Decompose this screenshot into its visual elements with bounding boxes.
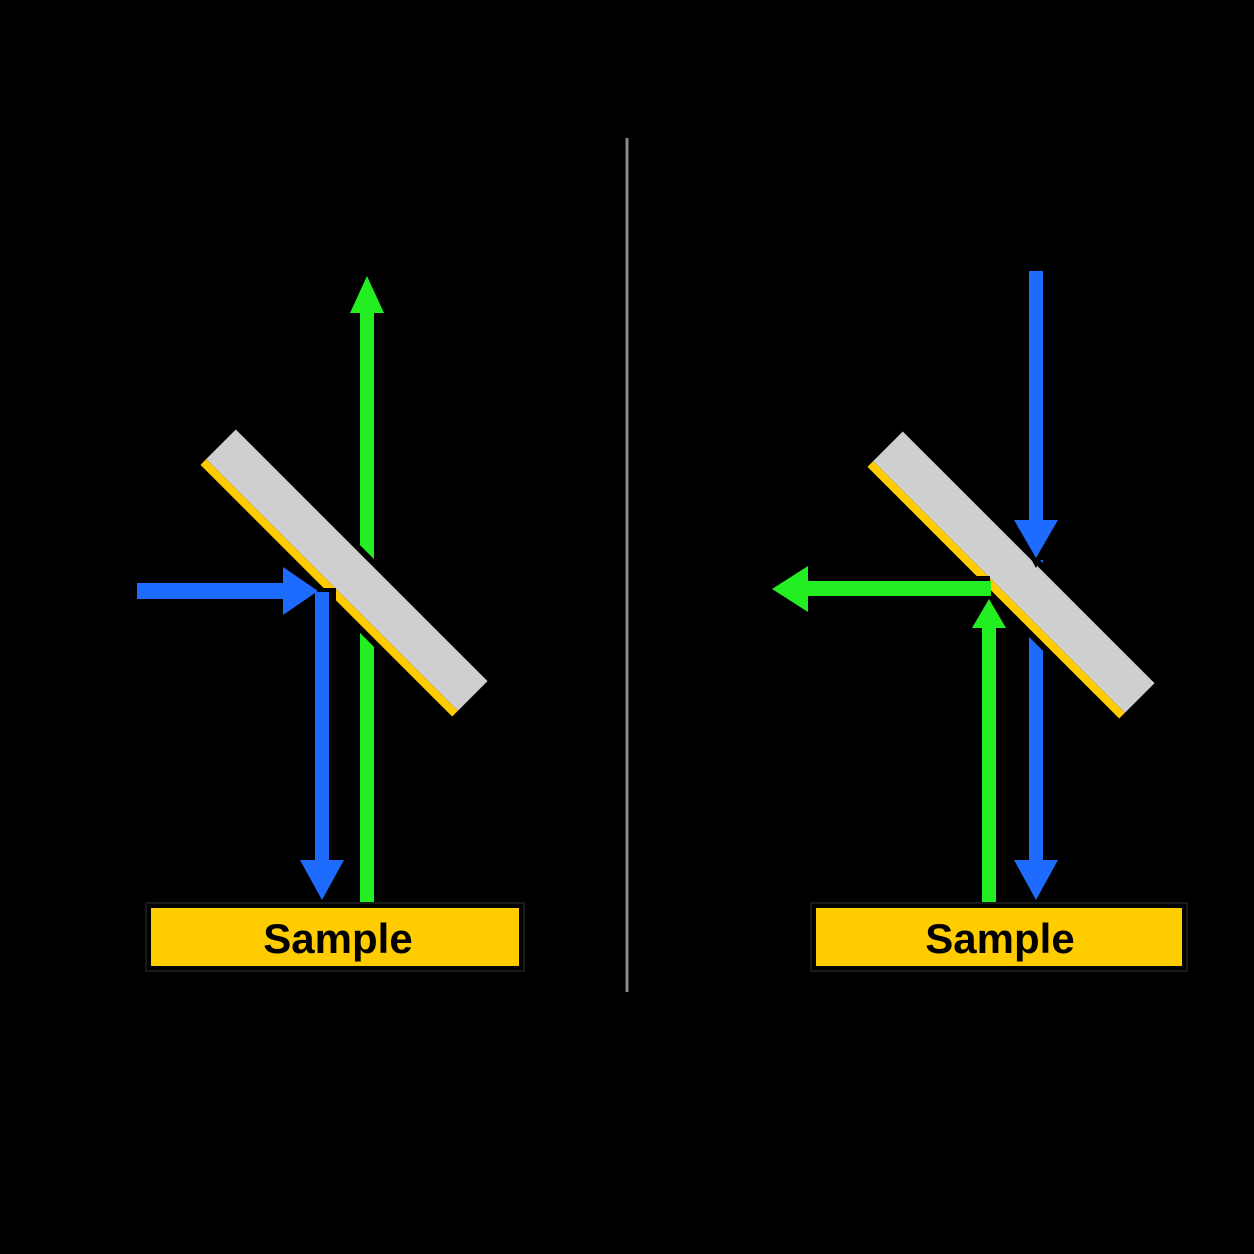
longpass-sample-label: Sample <box>925 915 1074 962</box>
longpass-title: Longpass Dichroic Mirror <box>714 150 1177 192</box>
shortpass-source-label-line1: Light <box>44 564 112 599</box>
longpass-emission-arrow <box>764 560 1012 908</box>
longpass-source-label: Light source <box>952 228 1121 263</box>
longpass-mirror <box>860 424 1162 726</box>
emission-subscript: emission <box>724 1064 863 1100</box>
longpass-sample: Sample <box>810 902 1188 972</box>
shortpass-title: Shortpass Dichroic Mirror <box>80 150 549 192</box>
shortpass-mirror <box>193 422 495 724</box>
absorption-subscript: absorption <box>454 1064 619 1100</box>
lambda-absorption-symbol: λ <box>418 1030 456 1100</box>
less-than-sign: < <box>636 1041 663 1093</box>
longpass-excitation-arrow <box>1006 266 1066 568</box>
shortpass-sample-label: Sample <box>263 915 412 962</box>
shortpass-sample: Sample <box>145 902 525 972</box>
shortpass-detector-label: Light detector <box>273 228 461 263</box>
longpass-detector-label-line2: detector <box>653 604 765 639</box>
stokes-formula: λ absorption < λ emission (Stokes shift) <box>418 1030 863 1173</box>
page-title: Example Use of Dichroic Mirror <box>165 33 1088 102</box>
longpass-detector-label-line1: Light <box>675 564 743 599</box>
longpass-panel: Longpass Dichroic Mirror Light source Li… <box>653 150 1217 972</box>
stokes-shift-note: (Stokes shift) <box>499 1129 752 1173</box>
lambda-emission-symbol: λ <box>688 1030 726 1100</box>
shortpass-panel: Shortpass Dichroic Mirror Light detector… <box>31 150 549 972</box>
shortpass-source-label-line2: source <box>31 604 124 639</box>
shortpass-excitation-arrow <box>132 561 352 908</box>
